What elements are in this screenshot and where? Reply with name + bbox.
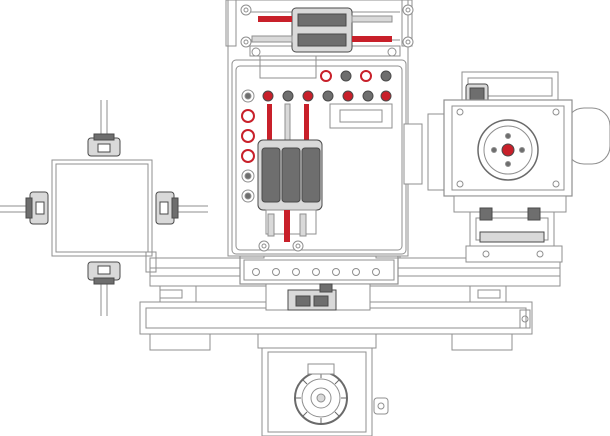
hydraulic-cylinder-icon: [257, 139, 323, 211]
port-column: [241, 89, 255, 203]
bolt-icon: [258, 240, 304, 252]
bolt-icon: [482, 250, 544, 258]
bolt-icon: [252, 268, 380, 276]
bolt-icon: [456, 108, 560, 188]
base-rail-assembly: [139, 249, 561, 351]
left-gearbox: [0, 100, 208, 316]
hydraulic-cylinder-icon: [291, 7, 353, 53]
bottom-drive-housing: [257, 329, 389, 436]
right-motor-housing: [427, 71, 610, 263]
coupling-icon: [25, 191, 49, 225]
coupling-icon: [87, 261, 121, 285]
gear-icon: [477, 119, 539, 181]
bolt-icon: [240, 4, 414, 57]
coupling-icon: [155, 191, 179, 225]
port-grid: [262, 70, 392, 102]
main-column-plate: [225, 0, 423, 257]
coupling-icon: [87, 133, 121, 157]
